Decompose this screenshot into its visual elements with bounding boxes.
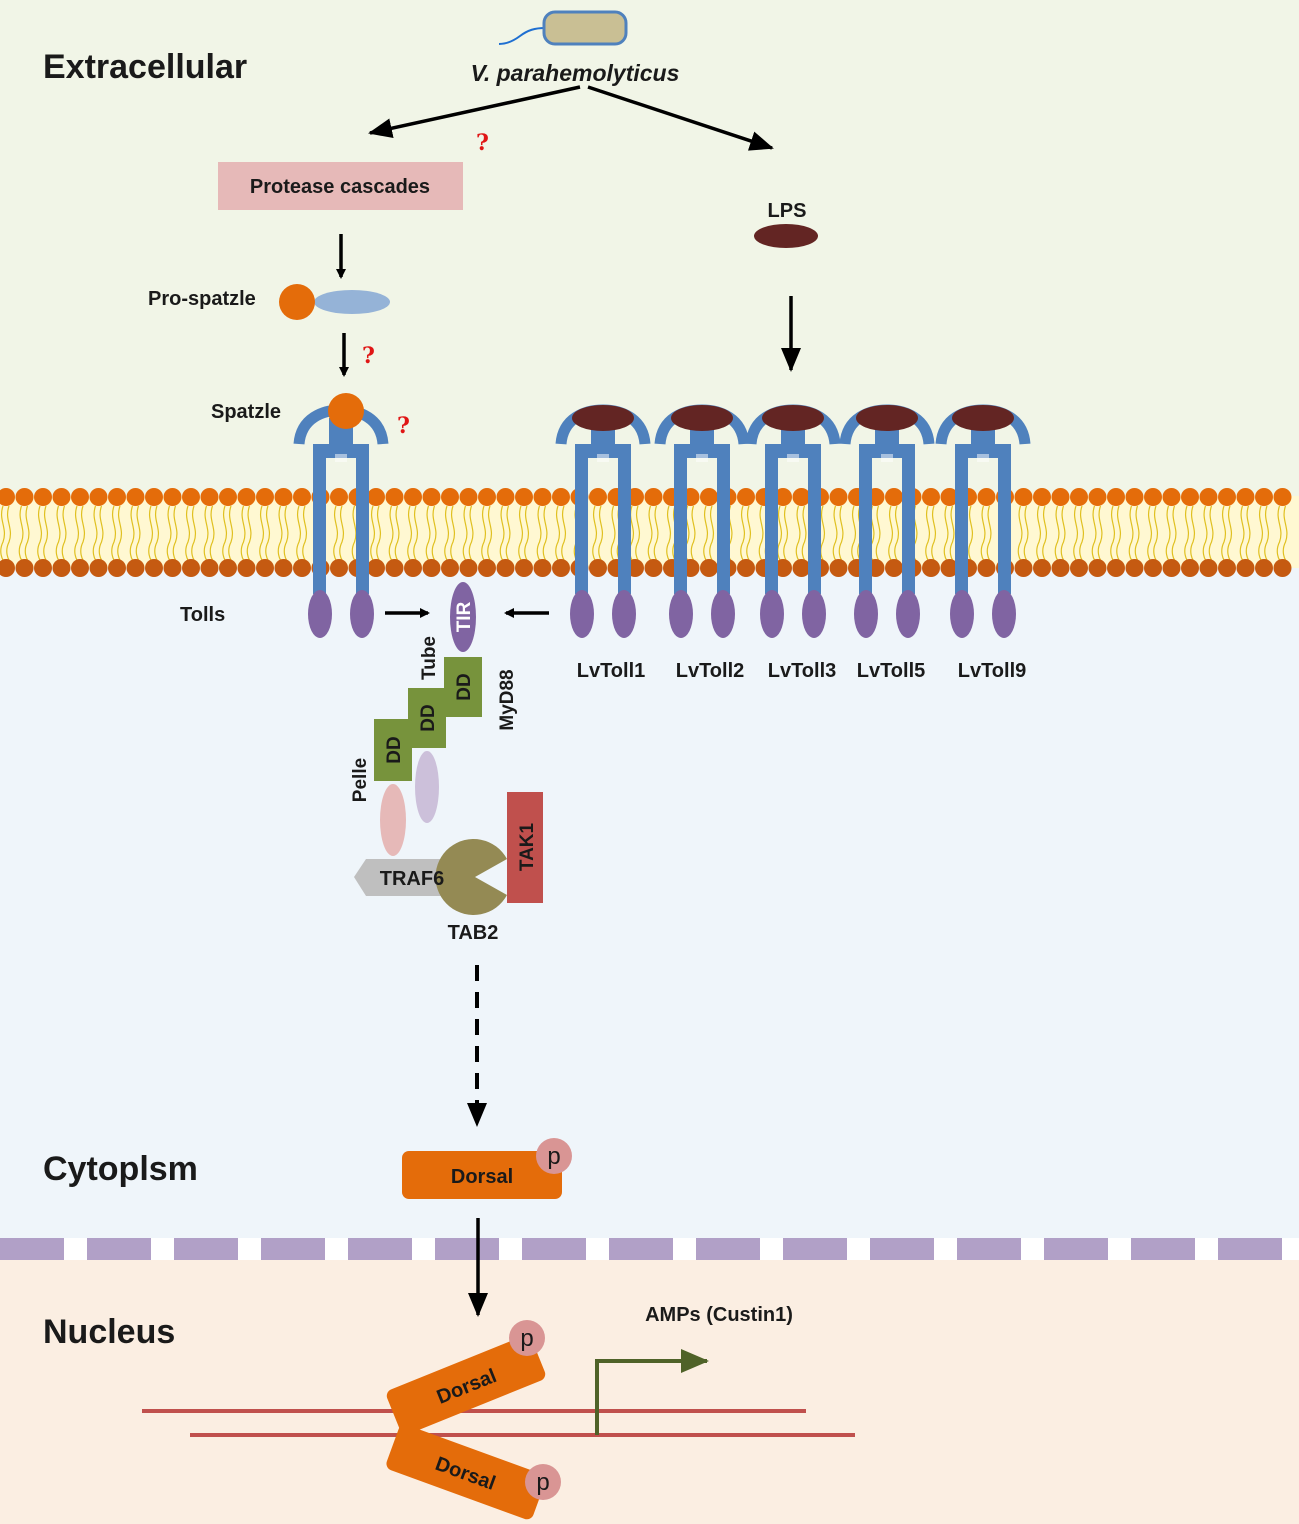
tab2-shape — [435, 838, 507, 915]
lps-label: LPS — [768, 200, 807, 222]
lvtoll3-receptor — [745, 404, 841, 638]
tube-dd-label: DD — [418, 704, 439, 731]
cytoplasm-region — [0, 520, 1299, 1238]
arrow-to-protease — [368, 85, 581, 139]
pelle-dd-label: DD — [384, 736, 405, 763]
protease-cascades-label: Protease cascades — [250, 176, 430, 198]
phospho-badge-nucleus-upper — [509, 1320, 545, 1356]
spatzle-label: Spatzle — [211, 401, 281, 423]
phospho-label-nucleus-lower: p — [536, 1469, 549, 1496]
tube-kinase-domain — [415, 751, 439, 823]
nucleus-label: Nucleus — [43, 1313, 175, 1351]
pro-domain-shape — [314, 290, 390, 314]
protease-cascades-box — [218, 162, 463, 210]
phospho-label-nucleus-upper: p — [520, 1325, 533, 1352]
receptor-group — [293, 404, 1031, 638]
lvtoll5-receptor — [839, 404, 935, 638]
extracellular-region — [0, 0, 1299, 520]
pelle-kinase-domain — [380, 784, 406, 856]
phospho-badge-cytoplasm — [536, 1138, 572, 1174]
cell-membrane — [0, 488, 1299, 577]
receptor-label-lvtoll5: LvToll5 — [857, 660, 926, 682]
transcription-start-arrow — [595, 1349, 709, 1435]
phospho-label-cytoplasm: p — [547, 1143, 560, 1170]
tube-dd-block — [408, 688, 446, 748]
lps-shape — [754, 224, 818, 248]
receptor-label-lvtoll3: LvToll3 — [768, 660, 837, 682]
unknown-mark-cleavage: ? — [362, 343, 375, 369]
amps-label: AMPs (Custin1) — [645, 1304, 793, 1326]
cytoplasm-label: Cytoplsm — [43, 1150, 198, 1188]
extracellular-label: Extracellular — [43, 48, 247, 86]
tolls-label: Tolls — [180, 604, 225, 626]
nuclear-envelope — [0, 1238, 1282, 1260]
unknown-mark-binding: ? — [397, 413, 410, 439]
tir-label: TIR — [454, 601, 475, 632]
dorsal-cytoplasm-label: Dorsal — [451, 1166, 513, 1188]
unknown-mark-protease: ? — [476, 130, 489, 156]
receptor-label-lvtoll1: LvToll1 — [577, 660, 646, 682]
dorsal-nucleus-upper: Dorsal — [386, 1335, 546, 1435]
spatzle-bound-shape — [328, 393, 364, 429]
tak1-label: TAK1 — [517, 822, 538, 871]
lvtoll9-receptor — [935, 404, 1031, 638]
nucleus-region — [0, 1260, 1299, 1524]
myd88-dd-block — [444, 657, 482, 717]
pelle-dd-block — [374, 719, 412, 781]
lvtoll1-receptor — [555, 404, 651, 638]
tir-domain — [450, 582, 476, 652]
tak1-shape — [507, 792, 543, 903]
pelle-label: Pelle — [350, 758, 371, 802]
traf6-label: TRAF6 — [380, 868, 444, 890]
receptor-label-lvtoll9: LvToll9 — [958, 660, 1027, 682]
phospho-badge-nucleus-lower — [525, 1464, 561, 1500]
toll-receptor — [293, 404, 389, 638]
bacterium-icon — [498, 10, 628, 46]
arrow-to-lps — [587, 85, 774, 151]
myd88-label: MyD88 — [497, 669, 518, 730]
tube-label: Tube — [419, 636, 440, 680]
tab2-label: TAB2 — [448, 922, 499, 944]
pro-spatzle-label: Pro-spatzle — [148, 288, 256, 310]
dorsal-nucleus-lower: Dorsal — [386, 1424, 546, 1520]
lvtoll2-receptor — [654, 404, 750, 638]
myd88-dd-label: DD — [454, 673, 475, 700]
spatzle-core-shape — [279, 284, 315, 320]
pathogen-label: V. parahemolyticus — [471, 60, 680, 86]
dorsal-cytoplasm — [402, 1151, 562, 1199]
receptor-label-lvtoll2: LvToll2 — [676, 660, 745, 682]
